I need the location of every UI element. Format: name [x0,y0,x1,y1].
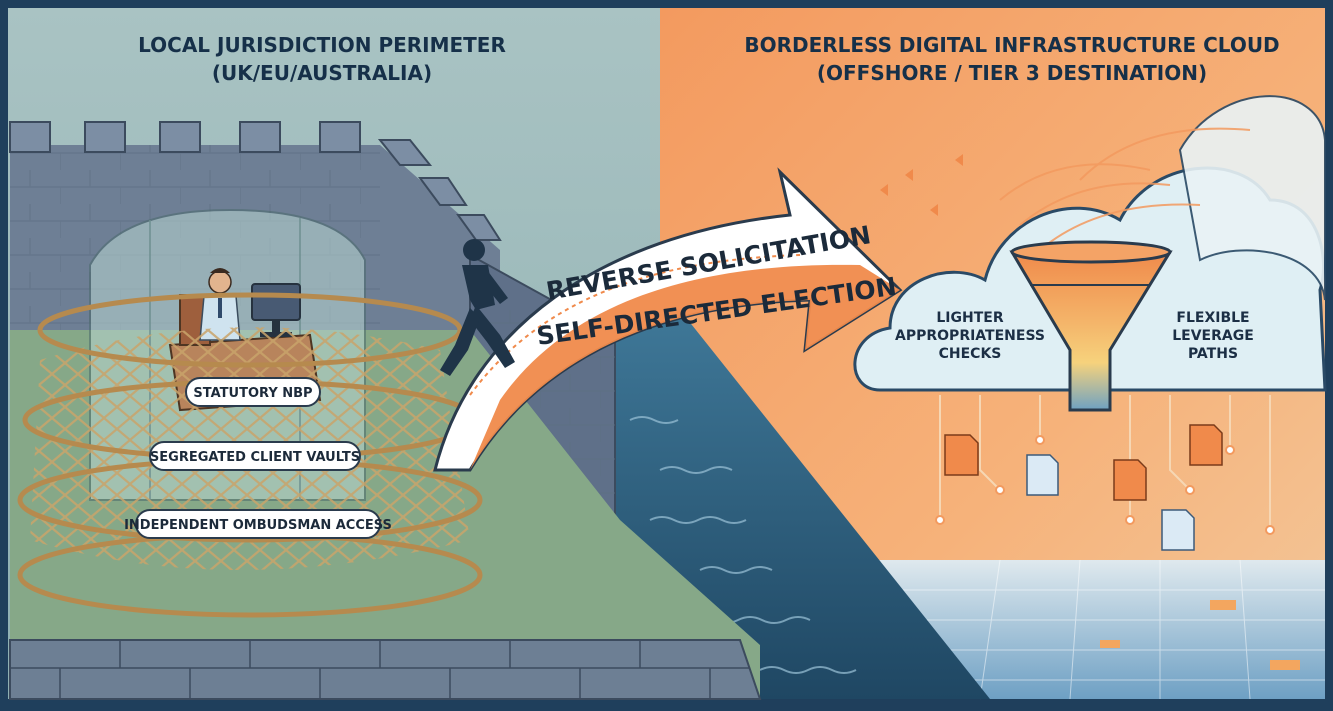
right-title-line2: (OFFSHORE / TIER 3 DESTINATION) [817,61,1207,85]
front-wall [10,640,760,699]
left-title-line2: (UK/EU/AUSTRALIA) [212,61,432,85]
label-ombudsman-access: INDEPENDENT OMBUDSMAN ACCESS [124,510,392,538]
svg-text:APPROPRIATENESS: APPROPRIATENESS [895,328,1045,344]
left-title-line1: LOCAL JURISDICTION PERIMETER [138,33,506,57]
label-statutory-nbp: STATUTORY NBP [186,378,320,406]
svg-text:LEVERAGE: LEVERAGE [1172,328,1254,344]
svg-text:SEGREGATED CLIENT VAULTS: SEGREGATED CLIENT VAULTS [150,450,360,465]
svg-text:FLEXIBLE: FLEXIBLE [1176,310,1249,326]
svg-text:PATHS: PATHS [1188,346,1238,362]
svg-text:INDEPENDENT OMBUDSMAN ACCESS: INDEPENDENT OMBUDSMAN ACCESS [124,518,392,533]
svg-text:CHECKS: CHECKS [939,346,1002,362]
right-title-line1: BORDERLESS DIGITAL INFRASTRUCTURE CLOUD [744,33,1279,57]
svg-text:STATUTORY NBP: STATUTORY NBP [193,386,312,401]
label-segregated-vaults: SEGREGATED CLIENT VAULTS [150,442,360,470]
svg-text:LIGHTER: LIGHTER [936,310,1003,326]
